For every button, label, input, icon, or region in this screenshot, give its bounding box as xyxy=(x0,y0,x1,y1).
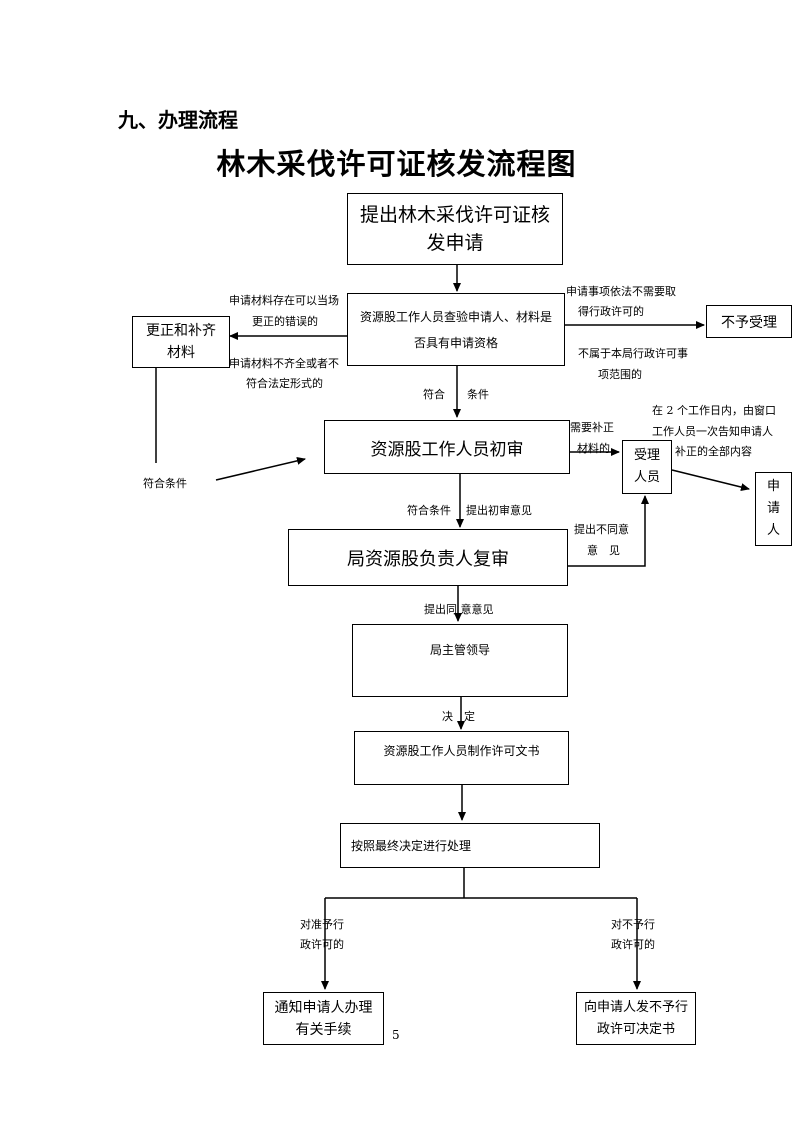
section-heading: 九、办理流程 xyxy=(118,108,238,132)
label-incomplete-line2: 符合法定形式的 xyxy=(246,377,323,390)
label-incomplete-line1: 申请材料不齐全或者不 xyxy=(229,357,339,370)
label-grant-line2: 政许可的 xyxy=(300,938,344,951)
label-notify-once-line3: 补正的全部内容 xyxy=(675,445,752,458)
node-applicant: 申请人 xyxy=(755,472,792,546)
node-accept-staff: 受理人员 xyxy=(622,440,672,494)
label-out-of-scope-line1: 不属于本局行政许可事 xyxy=(578,347,688,360)
label-qualified-left: 符合条件 xyxy=(143,477,187,490)
node-deny-doc: 向申请人发不予行政许可决定书 xyxy=(576,992,696,1045)
label-disagree-line1: 提出不同意 xyxy=(574,523,629,536)
label-grant-line1: 对准予行 xyxy=(300,918,344,931)
node-reject: 不予受理 xyxy=(706,305,792,338)
label-decision: 决 定 xyxy=(442,710,475,723)
flowchart-title: 林木采伐许可证核发流程图 xyxy=(216,147,577,181)
label-deny-line2: 政许可的 xyxy=(611,938,655,951)
label-correctable-line1: 申请材料存在可以当场 xyxy=(229,294,339,307)
label-not-needed-line2: 得行政许可的 xyxy=(578,305,644,318)
label-qualified-c: 符合条件 xyxy=(407,504,451,517)
label-notify-once-line1: 在 2 个工作日内，由窗口 xyxy=(652,404,776,417)
node-notify: 通知申请人办理有关手续 xyxy=(263,992,384,1045)
arrow-qualified-to-initial xyxy=(215,456,306,481)
label-need-supplement-line1: 需要补正 xyxy=(570,421,614,434)
node-apply: 提出林木采伐许可证核发申请 xyxy=(347,193,563,265)
node-correct: 更正和补齐材料 xyxy=(132,316,230,368)
label-agree-opinion: 提出同 意意见 xyxy=(424,603,494,616)
label-initial-opinion: 提出初审意见 xyxy=(466,504,532,517)
page-number: 5 xyxy=(392,1028,400,1042)
node-make-doc: 资源股工作人员制作许可文书 xyxy=(354,731,569,785)
node-initial-review: 资源股工作人员初审 xyxy=(324,420,570,474)
label-qualified-a: 符合 xyxy=(423,388,445,401)
node-final: 按照最终决定进行处理 xyxy=(340,823,600,868)
label-deny-line1: 对不予行 xyxy=(611,918,655,931)
label-qualified-b: 条件 xyxy=(467,388,489,401)
node-check: 资源股工作人员查验申请人、材料是否具有申请资格 xyxy=(347,293,565,366)
arrow-second-to-staff xyxy=(568,495,649,567)
node-leader: 局主管领导 xyxy=(352,624,568,697)
label-notify-once-line2: 工作人员一次告知申请人 xyxy=(652,425,773,438)
label-out-of-scope-line2: 项范围的 xyxy=(598,368,642,381)
label-correctable-line2: 更正的错误的 xyxy=(252,315,318,328)
label-need-supplement-line2: 材料的 xyxy=(577,442,610,455)
node-second-review: 局资源股负责人复审 xyxy=(288,529,568,586)
label-disagree-line2: 意 见 xyxy=(587,544,620,557)
arrow-staff-to-applicant xyxy=(671,469,750,491)
label-not-needed-line1: 申请事项依法不需要取 xyxy=(566,285,676,298)
